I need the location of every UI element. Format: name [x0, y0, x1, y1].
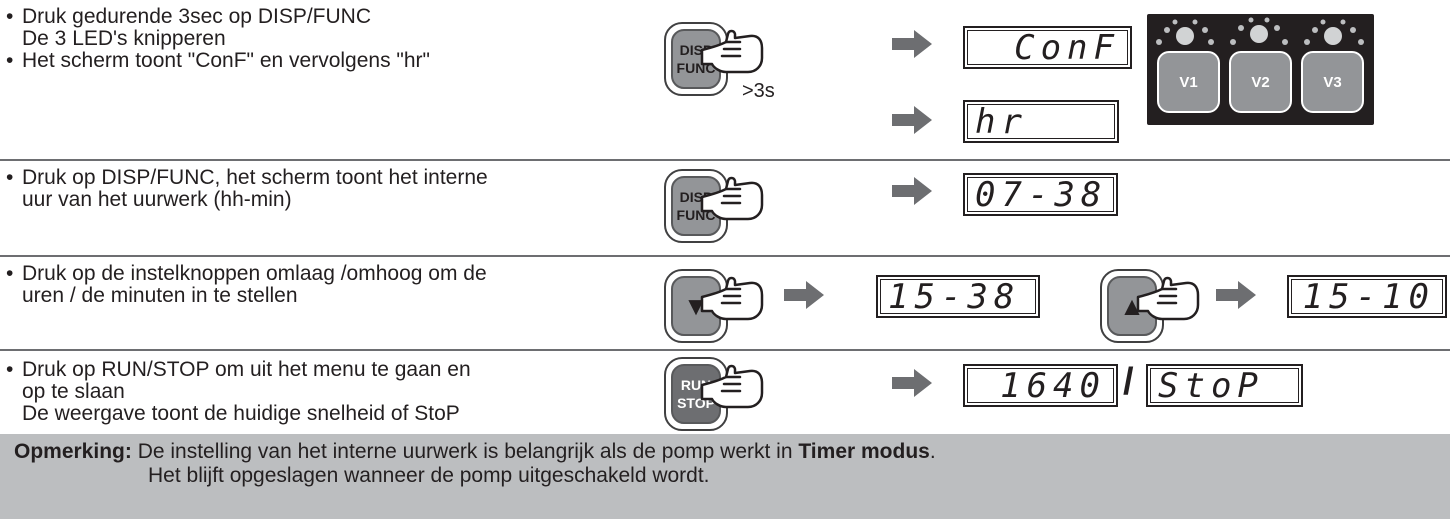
note-emphasis: Timer modus — [798, 440, 930, 463]
step-row-1: •Druk gedurende 3sec op DISP/FUNC De 3 L… — [0, 0, 1450, 161]
note-line-2: Het blijft opgeslagen wanneer de pomp ui… — [148, 464, 710, 487]
arrow-right-icon — [892, 30, 932, 58]
hold-duration-label: >3s — [742, 80, 775, 102]
note-line-1: Opmerking: De instelling van het interne… — [14, 440, 936, 463]
lcd-display-clock: 07-38 — [963, 173, 1118, 216]
step-row-2: •Druk op DISP/FUNC, het scherm toont het… — [0, 161, 1450, 257]
note-label: Opmerking: — [14, 440, 132, 463]
pointing-hand-icon — [700, 276, 764, 321]
step-1-line-3: Het scherm toont "ConF" en vervolgens "h… — [22, 49, 430, 72]
pointing-hand-icon — [700, 176, 764, 221]
v1-key[interactable]: V1 — [1157, 51, 1220, 113]
run-stop-button[interactable]: RUN STOP — [664, 357, 728, 431]
arrow-right-icon — [892, 177, 932, 205]
step-2-line-2: uur van het uurwerk (hh-min) — [22, 188, 292, 211]
lcd-display-minutes: 15-10 — [1287, 275, 1447, 318]
step-1-text: •Druk gedurende 3sec op DISP/FUNC De 3 L… — [6, 5, 430, 72]
lcd-display-speed: 1640 — [963, 364, 1118, 407]
v3-key[interactable]: V3 — [1301, 51, 1364, 113]
lcd-display-conf: ConF — [963, 26, 1132, 69]
arrow-right-icon — [1216, 281, 1256, 309]
pointing-hand-icon — [1136, 276, 1200, 321]
or-separator: / — [1123, 361, 1134, 403]
step-4-line-1: Druk op RUN/STOP om uit het menu te gaan… — [22, 358, 471, 381]
pointing-hand-icon — [700, 29, 764, 74]
step-1-line-2: De 3 LED's knipperen — [22, 27, 226, 50]
step-1-line-1: Druk gedurende 3sec op DISP/FUNC — [22, 5, 371, 28]
blinking-leds-icon — [1156, 17, 1364, 45]
arrow-right-icon — [784, 281, 824, 309]
step-4-text: •Druk op RUN/STOP om uit het menu te gaa… — [6, 358, 471, 425]
step-3-line-1: Druk op de instelknoppen omlaag /omhoog … — [22, 262, 487, 285]
disp-func-button[interactable]: DISP FUNC — [664, 169, 728, 243]
lcd-display-hours: 15-38 — [876, 275, 1040, 318]
led-indicator-panel: V1 V2 V3 — [1147, 14, 1374, 125]
step-3-line-2: uren / de minuten in te stellen — [22, 284, 298, 307]
lcd-display-hr: hr — [963, 100, 1119, 143]
arrow-right-icon — [892, 369, 932, 397]
note-box: Opmerking: De instelling van het interne… — [0, 434, 1450, 519]
step-row-4: •Druk op RUN/STOP om uit het menu te gaa… — [0, 351, 1450, 434]
pointing-hand-icon — [700, 364, 764, 409]
step-row-3: •Druk op de instelknoppen omlaag /omhoog… — [0, 257, 1450, 351]
step-2-text: •Druk op DISP/FUNC, het scherm toont het… — [6, 166, 488, 211]
step-4-line-2: op te slaan — [22, 380, 125, 403]
step-4-line-3: De weergave toont de huidige snelheid of… — [22, 402, 460, 425]
step-3-text: •Druk op de instelknoppen omlaag /omhoog… — [6, 262, 487, 307]
lcd-display-stop: StoP — [1146, 364, 1303, 407]
arrow-right-icon — [892, 106, 932, 134]
step-2-line-1: Druk op DISP/FUNC, het scherm toont het … — [22, 166, 488, 189]
v2-key[interactable]: V2 — [1229, 51, 1292, 113]
